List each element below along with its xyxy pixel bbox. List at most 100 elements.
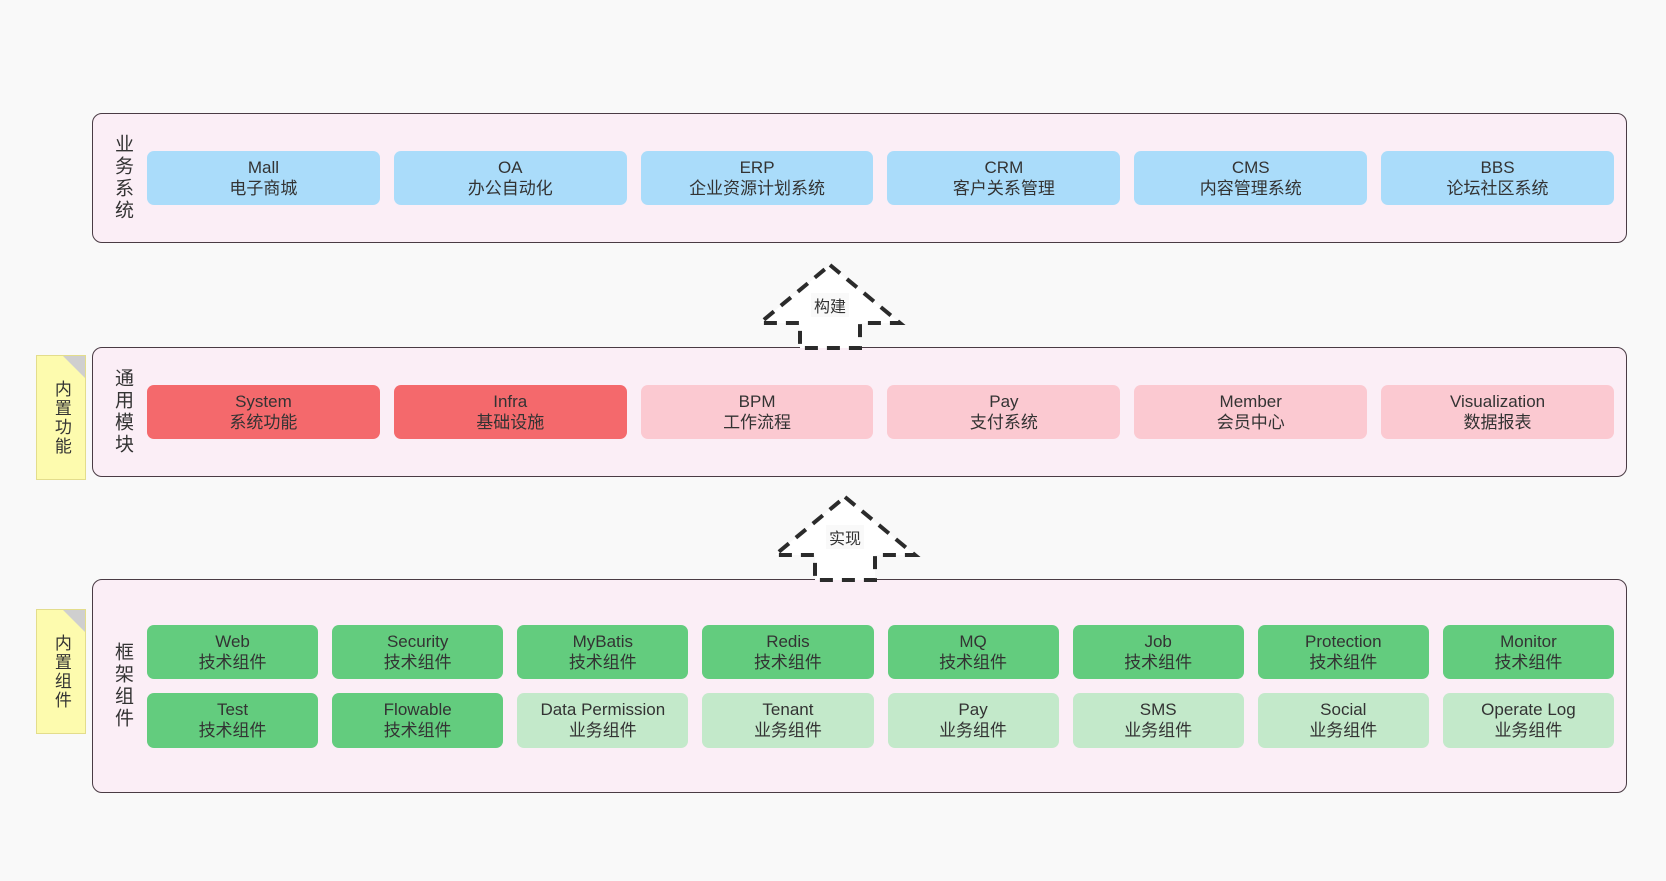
module-box-system[interactable]: System 系统功能 [147, 384, 380, 440]
module-subtitle: 企业资源计划系统 [689, 179, 826, 198]
component-kind: 技术组件 [939, 652, 1008, 672]
component-name: Flowable [383, 700, 452, 719]
module-name: Member [1219, 391, 1282, 411]
component-name: Security [386, 631, 449, 651]
connector-label: 构建 [810, 293, 850, 317]
note-builtin-components: 内置组件 [36, 609, 86, 734]
component-kind: 业务组件 [1309, 721, 1378, 741]
component-box-tenant[interactable]: Tenant 业务组件 [702, 693, 874, 748]
layer-body-business-systems: Mall 电子商城 OA 办公自动化 ERP 企业资源计划系统 CRM 客户关系… [147, 124, 1614, 232]
module-row: System 系统功能 Infra 基础设施 BPM 工作流程 Pay 支付系统… [147, 384, 1614, 440]
component-box-job[interactable]: Job 技术组件 [1072, 624, 1244, 679]
component-box-flowable[interactable]: Flowable 技术组件 [332, 693, 504, 748]
component-box-mybatis[interactable]: MyBatis 技术组件 [517, 624, 689, 679]
component-kind: 业务组件 [939, 721, 1008, 741]
module-name: Mall [247, 157, 279, 177]
layer-framework-components: 框架组件 Web 技术组件 Security 技术组件 MyBatis 技术组件… [92, 579, 1627, 793]
module-subtitle: 办公自动化 [467, 179, 553, 198]
component-kind: 技术组件 [1494, 652, 1563, 672]
module-name: Infra [493, 391, 528, 411]
module-subtitle: 客户关系管理 [952, 179, 1055, 198]
component-box-security[interactable]: Security 技术组件 [332, 624, 504, 679]
module-name: BBS [1480, 157, 1515, 177]
module-box-member[interactable]: Member 会员中心 [1134, 384, 1368, 440]
component-name: MQ [959, 631, 987, 651]
module-box-visualization[interactable]: Visualization 数据报表 [1381, 384, 1614, 440]
component-kind: 技术组件 [198, 721, 267, 741]
module-box-crm[interactable]: CRM 客户关系管理 [887, 150, 1121, 206]
module-box-bbs[interactable]: BBS 论坛社区系统 [1381, 150, 1614, 206]
component-box-sms[interactable]: SMS 业务组件 [1072, 693, 1244, 748]
module-name: CRM [984, 157, 1024, 177]
module-box-bpm[interactable]: BPM 工作流程 [640, 384, 874, 440]
note-builtin-features: 内置功能 [36, 355, 86, 480]
component-kind: 业务组件 [1494, 721, 1563, 741]
component-box-pay[interactable]: Pay 业务组件 [887, 693, 1059, 748]
module-subtitle: 内容管理系统 [1199, 179, 1302, 198]
component-name: Test [216, 700, 249, 719]
component-name: Protection [1305, 631, 1382, 651]
layer-body-common-modules: System 系统功能 Infra 基础设施 BPM 工作流程 Pay 支付系统… [147, 358, 1614, 466]
component-name: Operate Log [1481, 700, 1576, 719]
component-name: Pay [958, 700, 988, 719]
component-kind: 业务组件 [753, 721, 822, 741]
module-name: OA [497, 157, 523, 177]
module-subtitle: 工作流程 [723, 413, 792, 432]
component-kind: 技术组件 [383, 652, 452, 672]
component-kind: 技术组件 [1309, 652, 1378, 672]
component-name: Tenant [762, 700, 814, 719]
module-subtitle: 支付系统 [969, 413, 1038, 432]
layer-title-framework-components: 框架组件 [111, 642, 133, 730]
folded-corner-icon [63, 356, 85, 378]
connector-label: 实现 [825, 525, 865, 549]
component-name: SMS [1139, 700, 1177, 719]
module-name: BPM [738, 391, 776, 411]
module-box-infra[interactable]: Infra 基础设施 [393, 384, 627, 440]
module-name: Pay [989, 391, 1019, 411]
component-kind: 业务组件 [568, 721, 637, 741]
connector-implement: 实现 [769, 494, 921, 582]
connector-build: 构建 [754, 262, 906, 350]
component-name: Job [1144, 631, 1172, 651]
component-kind: 技术组件 [753, 652, 822, 672]
component-box-data-permission[interactable]: Data Permission 业务组件 [517, 693, 689, 748]
module-name: CMS [1231, 157, 1270, 177]
module-name: ERP [739, 157, 775, 177]
component-kind: 技术组件 [198, 652, 267, 672]
module-box-mall[interactable]: Mall 电子商城 [147, 150, 380, 206]
component-kind: 技术组件 [568, 652, 637, 672]
module-subtitle: 电子商城 [229, 179, 298, 198]
module-subtitle: 数据报表 [1463, 413, 1532, 432]
module-row: Web 技术组件 Security 技术组件 MyBatis 技术组件 Redi… [147, 624, 1614, 679]
module-subtitle: 系统功能 [229, 413, 298, 432]
component-name: Data Permission [540, 700, 666, 719]
component-box-social[interactable]: Social 业务组件 [1257, 693, 1429, 748]
module-row: Test 技术组件 Flowable 技术组件 Data Permission … [147, 693, 1614, 748]
layer-title-business-systems: 业务系统 [111, 134, 133, 222]
component-box-test[interactable]: Test 技术组件 [147, 693, 319, 748]
component-name: Monitor [1500, 631, 1557, 651]
component-box-mq[interactable]: MQ 技术组件 [887, 624, 1059, 679]
module-subtitle: 论坛社区系统 [1446, 179, 1549, 198]
component-kind: 技术组件 [1124, 652, 1193, 672]
component-name: Web [215, 631, 250, 651]
folded-corner-icon [63, 610, 85, 632]
module-box-pay[interactable]: Pay 支付系统 [887, 384, 1121, 440]
module-name: System [235, 391, 292, 411]
component-box-operate-log[interactable]: Operate Log 业务组件 [1442, 693, 1614, 748]
module-box-oa[interactable]: OA 办公自动化 [393, 150, 627, 206]
module-box-erp[interactable]: ERP 企业资源计划系统 [640, 150, 874, 206]
component-box-redis[interactable]: Redis 技术组件 [702, 624, 874, 679]
layer-common-modules: 通用模块 System 系统功能 Infra 基础设施 BPM 工作流程 Pay… [92, 347, 1627, 477]
module-name: Visualization [1449, 391, 1546, 411]
module-row: Mall 电子商城 OA 办公自动化 ERP 企业资源计划系统 CRM 客户关系… [147, 150, 1614, 206]
component-name: Redis [766, 631, 810, 651]
layer-body-framework-components: Web 技术组件 Security 技术组件 MyBatis 技术组件 Redi… [147, 590, 1614, 782]
component-box-monitor[interactable]: Monitor 技术组件 [1442, 624, 1614, 679]
module-box-cms[interactable]: CMS 内容管理系统 [1134, 150, 1368, 206]
component-box-protection[interactable]: Protection 技术组件 [1257, 624, 1429, 679]
component-kind: 业务组件 [1124, 721, 1193, 741]
component-box-web[interactable]: Web 技术组件 [147, 624, 319, 679]
layer-title-common-modules: 通用模块 [111, 368, 133, 456]
